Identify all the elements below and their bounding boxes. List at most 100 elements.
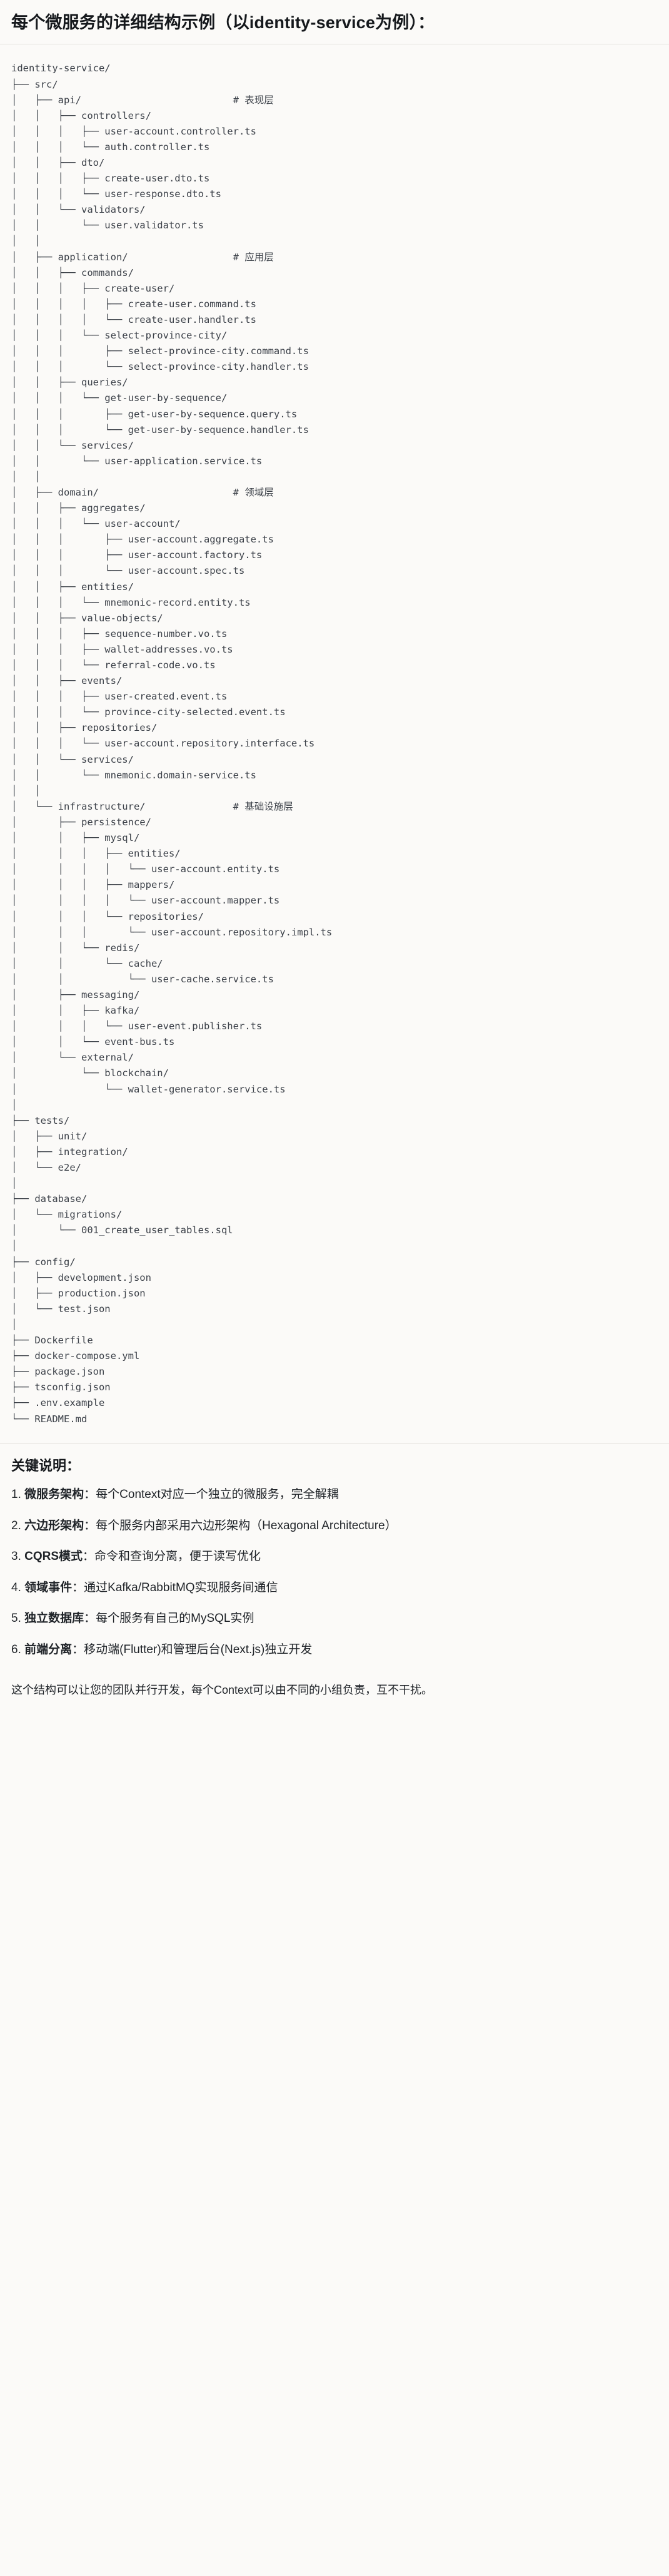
page-title: 每个微服务的详细结构示例（以identity-service为例）：: [11, 13, 435, 32]
tree-line-path: │ │ └── redis/: [11, 942, 140, 954]
tree-line-gap: [128, 252, 233, 263]
tree-line: ├── package.json: [11, 1366, 104, 1377]
key-note-term: 前端分离: [24, 1642, 73, 1656]
key-note-number: 1.: [11, 1488, 25, 1502]
tree-line: │ │ ├── kafka/: [11, 1005, 139, 1016]
tree-line: │ │ │ ├── create-user/: [11, 283, 174, 294]
key-note-term: 六边形架构: [24, 1519, 84, 1532]
tree-line: │ │ │ │ └── create-user.handler.ts: [11, 314, 256, 325]
tree-line: │ │ └── services/: [11, 754, 134, 765]
tree-line: │ │ │ ├── get-user-by-sequence.query.ts: [11, 409, 297, 420]
tree-line-path: │ │ │ └── user-event.publisher.ts: [11, 1021, 263, 1032]
key-note-item: 6. 前端分离：移动端(Flutter)和管理后台(Next.js)独立开发: [11, 1641, 658, 1659]
tree-line-gap: [81, 94, 233, 106]
tree-line-path: │ └── test.json: [11, 1303, 111, 1315]
tree-line-path: │ │ │ └── select-province-city.handler.t…: [11, 361, 309, 373]
tree-line: │ │ └── services/: [11, 440, 134, 451]
tree-line-path: │ │ └── services/: [11, 439, 134, 451]
tree-line: │: [11, 1240, 17, 1251]
key-note-description: 每个服务有自己的MySQL实例: [96, 1612, 254, 1626]
tree-line-path: identity-service/: [11, 63, 111, 74]
tree-line-path: │ ├── production.json: [11, 1287, 146, 1299]
tree-line-path: ├── config/: [11, 1256, 76, 1268]
tree-line: │ ├── development.json: [11, 1272, 151, 1283]
tree-line: │ │ │ └── select-province-city/: [11, 330, 227, 341]
key-note-item: 1. 微服务架构：每个Context对应一个独立的微服务，完全解耦: [11, 1485, 658, 1504]
tree-line-path: │ │: [11, 785, 41, 797]
tree-line: │ │ ├── entities/: [11, 581, 134, 593]
tree-line-path: │ └── e2e/: [11, 1162, 81, 1173]
tree-line-path: │ │ │ └── get-user-by-sequence.handler.t…: [11, 424, 309, 435]
tree-line-path: │ │ │ └── user-response.dto.ts: [11, 188, 221, 200]
tree-line-path: │ │ └── user-application.service.ts: [11, 455, 263, 467]
tree-line: │ ├── api/ # 表现层: [11, 94, 274, 106]
tree-line: │ └── external/: [11, 1052, 134, 1063]
tree-line: │: [11, 1319, 17, 1330]
key-note-description: 命令和查询分离，便于读写优化: [94, 1550, 261, 1564]
tree-line: │ │ │ ├── mappers/: [11, 879, 174, 890]
tree-line: │ │ │ └── auth.controller.ts: [11, 141, 209, 153]
key-note-item: 2. 六边形架构：每个服务内部采用六边形架构（Hexagonal Archite…: [11, 1517, 658, 1535]
tree-line: │ └── test.json: [11, 1303, 111, 1315]
tree-line-path: │ │ │ ├── create-user.dto.ts: [11, 173, 210, 185]
tree-line-path: ├── docker-compose.yml: [11, 1350, 140, 1362]
key-note-number: 2.: [11, 1519, 25, 1532]
tree-line: │ │ │ │ └── user-account.entity.ts: [11, 863, 279, 875]
tree-line: │ ├── application/ # 应用层: [11, 252, 274, 263]
tree-line: │ └── wallet-generator.service.ts: [11, 1084, 286, 1095]
key-note-number: 5.: [11, 1612, 25, 1626]
tree-line: │ │ └── user.validator.ts: [11, 220, 204, 231]
tree-line: identity-service/: [11, 63, 111, 74]
tree-line-path: │ │ │ └── user-account.repository.impl.t…: [11, 926, 333, 938]
tree-line: │ │ ├── controllers/: [11, 110, 151, 121]
tree-line-comment: # 基础设施层: [233, 800, 293, 812]
key-note-separator: ：: [72, 1581, 84, 1594]
tree-line: │ ├── production.json: [11, 1288, 146, 1299]
tree-line: │ │ │ ├── entities/: [11, 848, 181, 859]
tree-line: │ │ ├── queries/: [11, 377, 128, 388]
tree-line-path: │ │ └── services/: [11, 753, 134, 765]
tree-line-path: │ │ │ ├── user-account.factory.ts: [11, 549, 263, 561]
tree-line-path: │: [11, 1099, 18, 1111]
tree-line-path: │ │ │ ├── mappers/: [11, 879, 175, 891]
tree-line: ├── .env.example: [11, 1397, 104, 1408]
key-note-separator: ：: [84, 1612, 96, 1626]
tree-line: │ │ ├── mysql/: [11, 832, 139, 843]
tree-line-path: │ │: [11, 235, 41, 247]
tree-line: │ │ │ │ └── user-account.mapper.ts: [11, 895, 279, 906]
tree-line: ├── tests/: [11, 1115, 69, 1126]
closing-paragraph: 这个结构可以让您的团队并行开发，每个Context可以由不同的小组负责，互不干扰…: [11, 1684, 433, 1697]
tree-line: │ └── migrations/: [11, 1209, 122, 1220]
tree-line: │ │ │ ├── user-account.factory.ts: [11, 549, 262, 561]
tree-line-path: │ │ │ ├── get-user-by-sequence.query.ts: [11, 408, 298, 420]
tree-line-path: │ │ │ ├── create-user/: [11, 282, 175, 294]
tree-line: │ │ │ ├── user-account.aggregate.ts: [11, 534, 274, 545]
tree-line-path: │ ├── persistence/: [11, 816, 151, 828]
tree-line-path: │ └── infrastructure/: [11, 800, 146, 812]
tree-line-path: │ ├── development.json: [11, 1271, 151, 1283]
tree-line-path: │ │ ├── value-objects/: [11, 612, 163, 624]
tree-line: │ │ └── validators/: [11, 204, 146, 215]
tree-line-path: │ ├── integration/: [11, 1146, 128, 1158]
tree-line: │ │ │ └── mnemonic-record.entity.ts: [11, 597, 251, 608]
tree-line: │ │ │ ├── user-created.event.ts: [11, 691, 227, 702]
tree-line-path: │ │ │ ├── entities/: [11, 848, 181, 860]
key-note-description: 每个Context对应一个独立的微服务，完全解耦: [96, 1488, 339, 1502]
tree-line: ├── docker-compose.yml: [11, 1350, 139, 1362]
key-note-term: CQRS模式: [24, 1550, 83, 1564]
tree-line: ├── tsconfig.json: [11, 1382, 111, 1393]
tree-line: │ │ │ └── get-user-by-sequence.handler.t…: [11, 424, 309, 435]
tree-line: │ │ │ └── referral-code.vo.ts: [11, 659, 216, 671]
tree-line-comment: # 应用层: [233, 251, 274, 263]
tree-line-path: │ │ │ ├── user-account.controller.ts: [11, 125, 256, 137]
tree-line: │ ├── messaging/: [11, 989, 139, 1000]
tree-line-path: │ ├── domain/: [11, 486, 99, 498]
tree-line: │ │: [11, 471, 41, 482]
tree-line: │ │ │ └── user-account.repository.impl.t…: [11, 927, 332, 938]
tree-line-path: │ │ │ └── repositories/: [11, 910, 204, 922]
document-page: 每个微服务的详细结构示例（以identity-service为例）： ident…: [0, 13, 669, 1697]
tree-line: ├── Dockerfile: [11, 1335, 93, 1346]
tree-line-path: │ ├── messaging/: [11, 989, 140, 1000]
divider-bottom: [0, 1443, 669, 1444]
key-note-number: 3.: [11, 1550, 25, 1564]
